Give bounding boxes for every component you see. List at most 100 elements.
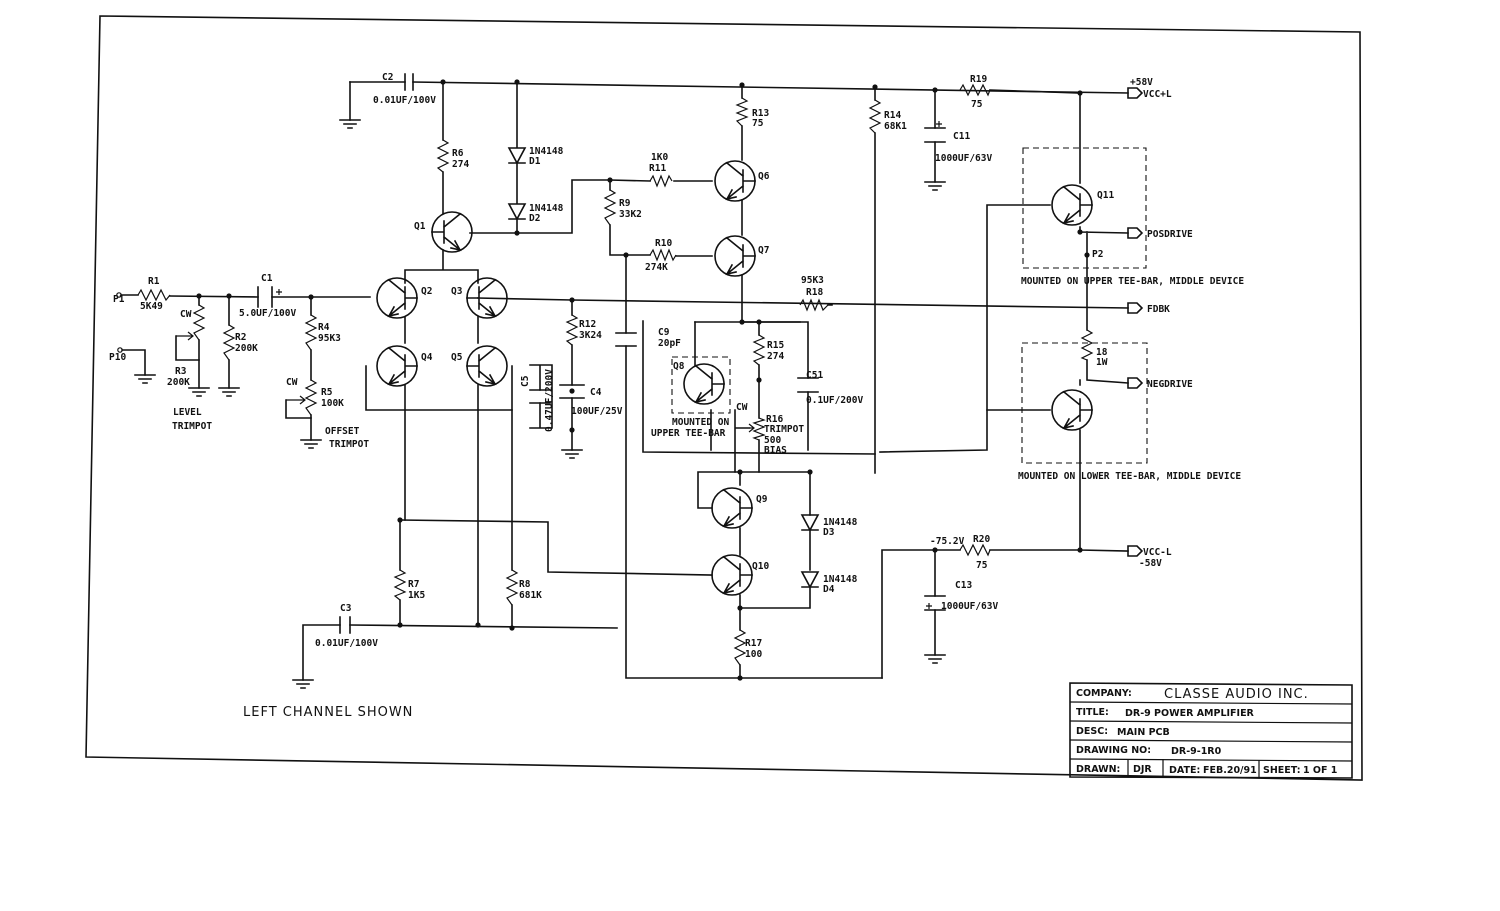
diode-d4: [800, 571, 820, 589]
transistor-q8: [683, 363, 725, 405]
label-r15: R15: [767, 340, 784, 351]
label-c2-value: 0.01UF/100V: [373, 95, 436, 106]
transistor-q7: [714, 235, 756, 277]
label-r14: R14: [884, 110, 901, 121]
tb-company-label: COMPANY:: [1076, 688, 1132, 699]
label-d2: D2: [529, 213, 540, 224]
resistor-p2: [1080, 329, 1094, 361]
label-r15-value: 274: [767, 351, 784, 362]
label-q8: Q8: [673, 361, 685, 372]
label-r16-role: BIAS: [764, 445, 787, 456]
label-r11: R11: [649, 163, 666, 174]
label-r19: R19: [970, 74, 987, 85]
label-mounted-on: MOUNTED ON: [672, 417, 729, 428]
label-p2: P2: [1092, 249, 1103, 260]
resistor-r15: [752, 334, 766, 366]
resistor-r7: [393, 569, 407, 601]
label-fdbk: FDBK: [1147, 304, 1170, 315]
label-c13: C13: [955, 580, 972, 591]
resistors: [137, 83, 1094, 666]
polarity-marks: [276, 121, 942, 609]
label-r9: R9: [619, 198, 631, 209]
label-r8-value: 681K: [519, 590, 542, 601]
label-r13-value: 75: [752, 118, 764, 129]
label-r3-value: 200K: [167, 377, 190, 388]
transistor-q11: [1051, 184, 1093, 226]
label-level-trimpot: TRIMPOT: [172, 421, 212, 432]
label-r11-value: 1K0: [651, 152, 668, 163]
tb-drawn: DJR: [1133, 764, 1152, 775]
label-d1: D1: [529, 156, 541, 167]
label-offset: OFFSET: [325, 426, 360, 437]
resistor-r13: [735, 97, 749, 127]
tb-drawing-no-label: DRAWING NO:: [1076, 745, 1151, 756]
label-r12: R12: [579, 319, 596, 330]
label-cw-r5: CW: [286, 377, 298, 388]
tb-drawn-label: DRAWN:: [1076, 764, 1120, 775]
label-r1-value: 5K49: [140, 301, 163, 312]
resistor-r1: [137, 288, 171, 302]
resistor-r2: [222, 324, 236, 361]
label-d3: D3: [823, 527, 835, 538]
label-r14-value: 68K1: [884, 121, 907, 132]
label-cw-r16: CW: [736, 402, 748, 413]
label-r13: R13: [752, 108, 769, 119]
transistor-q2: [376, 277, 418, 319]
label-r7-value: 1K5: [408, 590, 425, 601]
label-r8: R8: [519, 579, 531, 590]
label-d3-part: 1N4148: [823, 517, 858, 528]
diode-d2: [507, 203, 527, 221]
label-r18: R18: [806, 287, 823, 298]
label-r5-value: 100K: [321, 398, 344, 409]
label-vcc-neg-name: VCC-L: [1143, 547, 1172, 558]
label-r2-value: 200K: [235, 343, 258, 354]
transistor-q6: [714, 160, 756, 202]
tb-date: FEB.20/91: [1203, 765, 1257, 776]
label-vcc-pos-name: VCC+L: [1143, 89, 1172, 100]
label-p2-note: 1W: [1096, 357, 1108, 368]
mounting-boxes: [671, 147, 1148, 464]
label-c5-value: 0.47UF/200V: [544, 369, 555, 432]
label-vcc-neg: -58V: [1139, 558, 1162, 569]
resistor-r8: [505, 569, 519, 606]
resistor-r9: [603, 189, 617, 226]
label-p1: P1: [113, 294, 125, 305]
label-upper-teebar: UPPER TEE-BAR: [651, 428, 726, 439]
tb-company: CLASSE AUDIO INC.: [1164, 687, 1309, 702]
label-c4-value: 100UF/25V: [571, 406, 623, 417]
label-c1: C1: [261, 273, 273, 284]
tb-date-label: DATE:: [1169, 765, 1200, 776]
resistor-r5: [304, 379, 318, 416]
label-r16-value: 500: [764, 435, 781, 446]
label-p2-value: 18: [1096, 347, 1108, 358]
tb-sheet-label: SHEET:: [1263, 765, 1301, 776]
label-c5: C5: [520, 375, 531, 387]
diode-d3: [800, 514, 820, 532]
label-r16-note: TRIMPOT: [764, 424, 804, 435]
junction-dots: [196, 79, 1090, 681]
resistor-r20: [959, 543, 991, 557]
label-c51: C51: [806, 370, 823, 381]
label-q10: Q10: [752, 561, 769, 572]
transistor-q10: [711, 554, 753, 596]
label-r12-value: 3K24: [579, 330, 602, 341]
resistor-r18: [799, 298, 829, 312]
label-q4: Q4: [421, 352, 433, 363]
label-offset-trimpot: TRIMPOT: [329, 439, 369, 450]
label-c51-value: 0.1UF/200V: [806, 395, 863, 406]
label-d4-part: 1N4148: [823, 574, 858, 585]
label-r2: R2: [235, 332, 246, 343]
tb-desc: MAIN PCB: [1117, 727, 1170, 738]
label-c9-value: 20pF: [658, 338, 681, 349]
label-r17: R17: [745, 638, 762, 649]
label-c3: C3: [340, 603, 352, 614]
label-cw-r3: CW: [180, 309, 192, 320]
transistor-q9: [711, 487, 753, 529]
label-r7: R7: [408, 579, 419, 590]
wiring: [120, 73, 1129, 681]
label-r19-value: 75: [971, 99, 983, 110]
label-c2: C2: [382, 72, 393, 83]
label-c9: C9: [658, 327, 670, 338]
label-c4: C4: [590, 387, 602, 398]
